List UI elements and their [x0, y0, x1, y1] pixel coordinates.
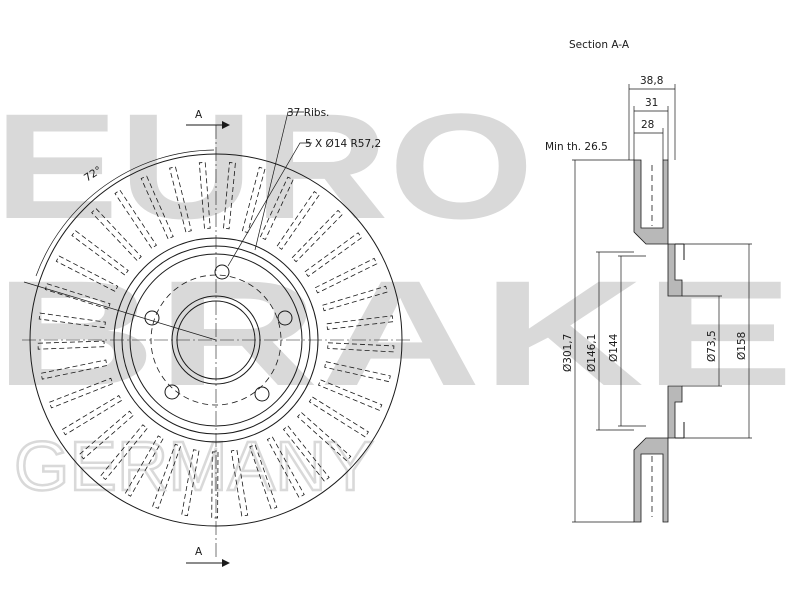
section-arrow-bottom-head — [222, 559, 230, 567]
watermark: EURO BRAKE GERMANY — [0, 82, 794, 506]
hat-outer-circle — [113, 237, 319, 443]
vent-rib — [324, 361, 391, 383]
vent-rib — [230, 449, 249, 517]
dim-38-8: 38,8 — [640, 75, 663, 87]
vent-rib — [152, 443, 182, 509]
ribs-leader — [254, 111, 304, 251]
bolt-label: 5 X Ø14 R57,2 — [305, 138, 381, 150]
vent-rib — [259, 176, 294, 241]
angle-arc — [35, 149, 215, 277]
ribs-label: 37 Ribs. — [287, 107, 329, 119]
vent-rib — [91, 207, 142, 262]
section-marker-bottom: A — [195, 546, 203, 558]
vent-rib — [282, 425, 330, 482]
vent-rib — [291, 209, 343, 263]
bolt-hole-1 — [214, 264, 230, 280]
vent-rib — [181, 449, 200, 517]
hat-inner-circle — [129, 253, 303, 427]
friction-ring-bottom — [633, 437, 669, 523]
vent-rib — [211, 451, 219, 519]
vent-rib — [114, 189, 157, 249]
center-bore-inner — [176, 300, 256, 380]
bolt-hole-2 — [277, 310, 293, 326]
bolt-hole-5 — [144, 310, 160, 326]
dia-73-5: Ø73,5 — [706, 330, 718, 362]
vent-rib — [79, 410, 134, 460]
vent-rib — [61, 395, 123, 436]
vent-rib — [276, 191, 320, 250]
vent-rib — [48, 377, 114, 409]
vent-rib — [198, 161, 211, 230]
section-marker-top: A — [195, 109, 203, 121]
vent-rib — [44, 283, 111, 310]
vent-rib — [100, 424, 148, 481]
watermark-line-1: EURO — [0, 82, 534, 250]
center-bore-outer — [171, 295, 261, 385]
min-thickness-label: Min th. 26.5 — [545, 141, 608, 153]
vent-rib — [71, 230, 129, 276]
front-view: A A 72° 37 Ribs. 5 X Ø14 R57,2 — [22, 107, 412, 567]
section-title: Section A-A — [569, 39, 630, 51]
vent-rib — [241, 166, 266, 234]
section-arrow-top-head — [222, 121, 230, 129]
vent-rib — [327, 342, 395, 353]
vent-rib — [37, 340, 105, 350]
bolt-leader — [227, 142, 312, 267]
vent-rib — [266, 436, 305, 499]
bolt-hole-3 — [254, 386, 270, 402]
vent-rib — [304, 232, 363, 277]
vent-rib — [140, 175, 174, 240]
vent-rib — [314, 257, 378, 294]
vent-ribs — [37, 161, 395, 519]
vent-rib — [124, 435, 164, 497]
bolt-hole-4 — [164, 384, 180, 400]
vent-rib — [322, 285, 388, 312]
disc-outer-edge — [29, 153, 403, 527]
dim-31: 31 — [645, 97, 658, 109]
watermark-line-2: BRAKE — [0, 249, 794, 417]
dia-146-1: Ø146,1 — [586, 334, 598, 372]
hat-ring-circle — [121, 245, 311, 435]
dim-28: 28 — [641, 119, 654, 131]
vent-rib — [55, 255, 119, 292]
friction-ring-top — [633, 159, 669, 245]
dia-301-7: Ø301,7 — [562, 334, 574, 372]
vent-rib — [40, 359, 108, 380]
dia-158: Ø158 — [736, 332, 748, 360]
vent-rib — [169, 166, 192, 233]
vent-rib — [223, 162, 236, 230]
vent-rib — [326, 315, 394, 330]
section-view: Section A-A Min th. 26.5 38,8 31 28 Ø301… — [545, 39, 752, 523]
vent-rib — [297, 411, 352, 462]
vent-rib — [317, 379, 383, 411]
vent-rib — [249, 444, 278, 510]
angle-ref-line — [23, 281, 217, 341]
dia-144: Ø144 — [608, 333, 620, 362]
vent-rib — [38, 312, 106, 329]
vent-rib — [308, 396, 369, 438]
